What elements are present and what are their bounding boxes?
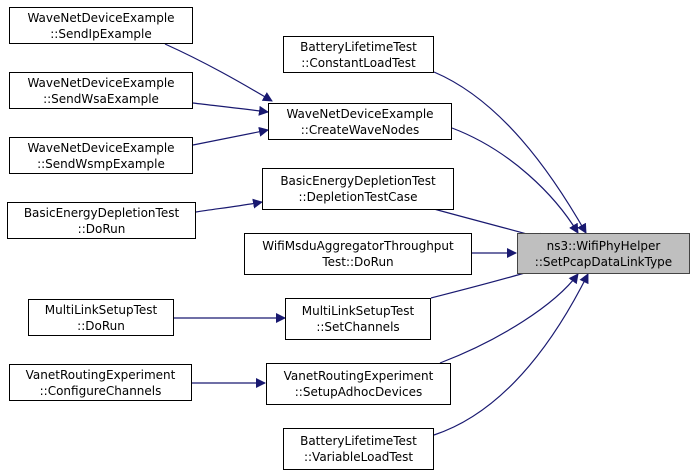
node-multi-link-setup-set-channels[interactable]: MultiLinkSetupTest ::SetChannels [285, 298, 431, 340]
edge-battery-constant-to-target [433, 71, 587, 234]
node-label-line2: ::SendWsmpExample [37, 156, 165, 171]
node-label-line2: ::ConstantLoadTest [301, 55, 416, 70]
node-wave-send-ip-example[interactable]: WaveNetDeviceExample ::SendIpExample [9, 7, 193, 44]
node-label-line2: Test::DoRun [322, 255, 394, 269]
node-label-line1: BasicEnergyDepletionTest [280, 174, 436, 188]
node-label-line1: VanetRoutingExperiment [283, 369, 434, 383]
node-vanet-setup-adhoc-devices[interactable]: VanetRoutingExperiment ::SetupAdhocDevic… [266, 363, 451, 405]
node-label-line1: WaveNetDeviceExample [27, 10, 175, 25]
node-label-line1: BatteryLifetimeTest [300, 39, 417, 54]
node-multi-link-setup-dorun[interactable]: MultiLinkSetupTest ::DoRun [28, 299, 174, 336]
node-vanet-configure-channels[interactable]: VanetRoutingExperiment ::ConfigureChanne… [9, 364, 192, 401]
node-label-line1: WaveNetDeviceExample [27, 75, 175, 90]
target-label-line1: ns3::WifiPhyHelper [546, 238, 661, 253]
node-wave-create-wave-nodes[interactable]: WaveNetDeviceExample ::CreateWaveNodes [268, 103, 452, 140]
edge-battery-variable-to-target [433, 273, 589, 436]
target-label-line2: ::SetPcapDataLinkType [534, 254, 673, 269]
node-basic-energy-depletion-test-case[interactable]: BasicEnergyDepletionTest ::DepletionTest… [262, 168, 454, 210]
node-label-line2: ::SendIpExample [50, 26, 152, 41]
node-wave-send-wsmp-example[interactable]: WaveNetDeviceExample ::SendWsmpExample [9, 137, 193, 174]
node-label-line2: ::DepletionTestCase [298, 190, 418, 204]
edge-wave-send-wsmp-to-create-nodes [192, 126, 269, 146]
node-label-line1: BatteryLifetimeTest [300, 434, 417, 448]
edge-vanet-setup-adhoc-to-target [439, 273, 579, 364]
node-label-line2: ::SetChannels [316, 320, 400, 334]
node-label-line2: ::DoRun [77, 318, 125, 333]
node-battery-constant-load-test[interactable]: BatteryLifetimeTest ::ConstantLoadTest [283, 36, 434, 73]
node-label-line2: ::VariableLoadTest [303, 450, 414, 464]
node-battery-variable-load-test[interactable]: BatteryLifetimeTest ::VariableLoadTest [283, 428, 434, 470]
node-label-line1: MultiLinkSetupTest [301, 304, 415, 318]
node-label-line1: MultiLinkSetupTest [44, 302, 158, 317]
node-label-line2: ::SetupAdhocDevices [294, 385, 423, 399]
node-label-line2: ::CreateWaveNodes [300, 122, 420, 137]
node-target-set-pcap-data-link-type: ns3::WifiPhyHelper ::SetPcapDataLinkType [517, 233, 690, 274]
node-basic-energy-depletion-dorun[interactable]: BasicEnergyDepletionTest ::DoRun [7, 202, 196, 239]
edge-energy-dorun-to-depletion-case [195, 198, 263, 213]
node-label-line1: WaveNetDeviceExample [286, 106, 434, 121]
edge-wave-send-ip-to-create-nodes [164, 43, 273, 102]
node-label-line2: ::SendWsaExample [43, 91, 159, 106]
edge-wave-create-nodes-to-target [451, 127, 579, 234]
node-label-line1: WifiMsduAggregatorThroughput [262, 239, 454, 253]
node-label-line2: ::ConfigureChannels [39, 383, 162, 398]
node-label-line2: ::DoRun [77, 221, 126, 236]
node-wifi-msdu-aggregator-throughput-dorun[interactable]: WifiMsduAggregatorThroughput Test::DoRun [244, 233, 472, 275]
edge-wave-send-wsa-to-create-nodes [192, 102, 269, 116]
node-label-line1: VanetRoutingExperiment [25, 367, 176, 382]
node-label-line1: BasicEnergyDepletionTest [23, 205, 180, 220]
node-label-line1: WaveNetDeviceExample [27, 140, 175, 155]
node-wave-send-wsa-example[interactable]: WaveNetDeviceExample ::SendWsaExample [9, 72, 193, 109]
